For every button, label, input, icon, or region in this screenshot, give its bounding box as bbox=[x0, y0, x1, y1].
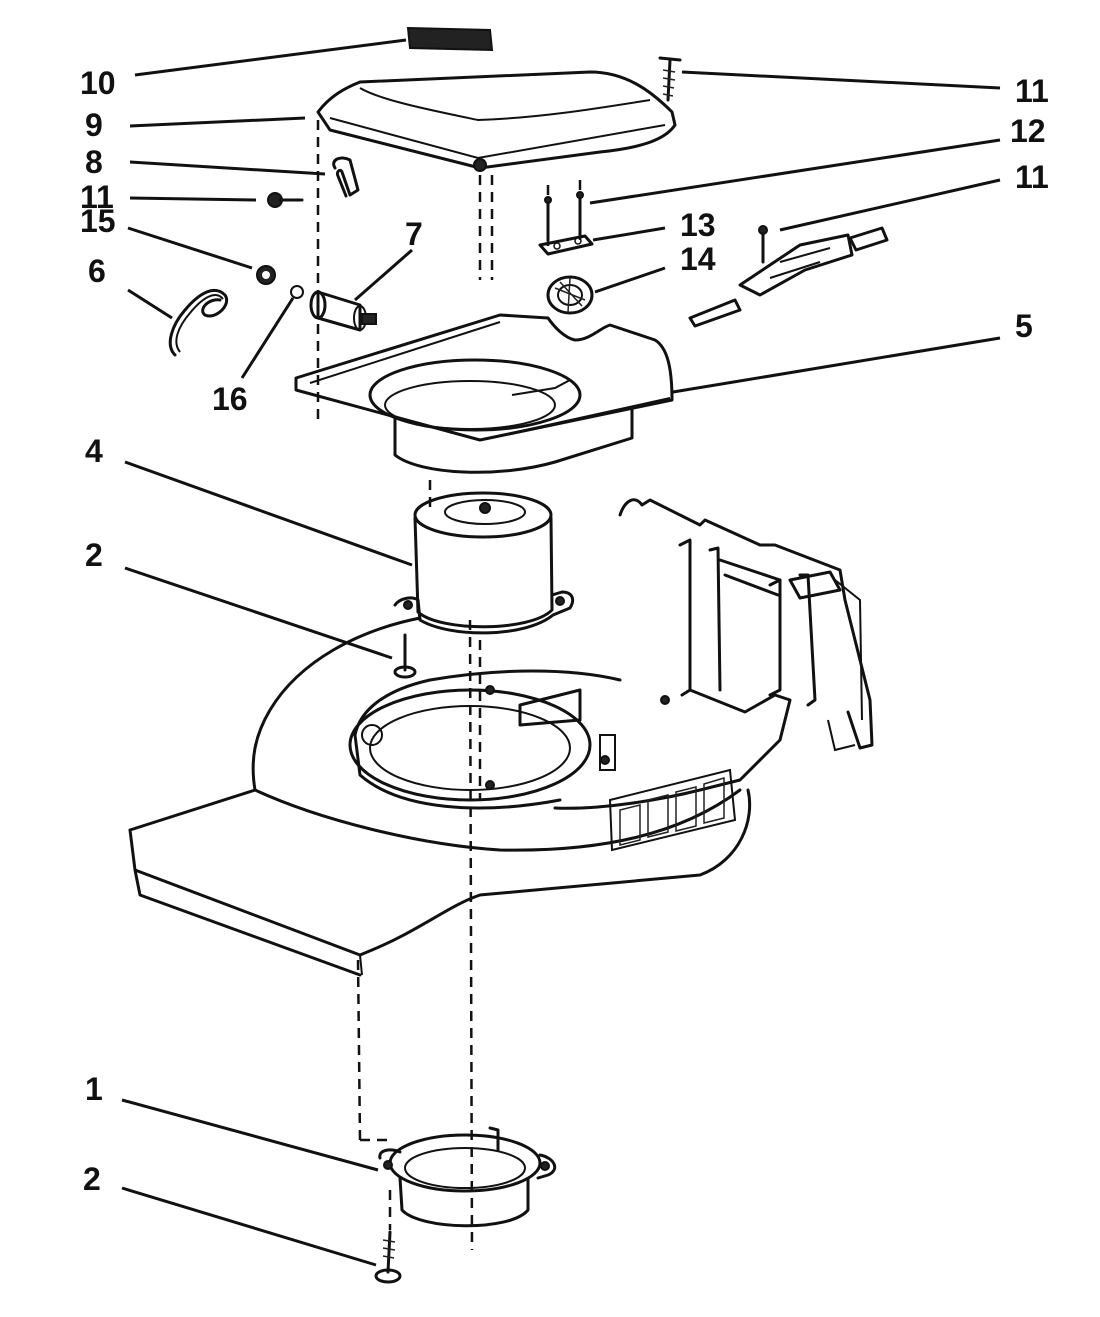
leader-2a bbox=[124, 566, 393, 660]
leader-15 bbox=[127, 226, 253, 270]
mower-deck bbox=[128, 616, 752, 977]
leader-16 bbox=[240, 297, 295, 379]
callout-12: 12 bbox=[1010, 113, 1046, 149]
rear-frame bbox=[553, 498, 874, 852]
part-2-bolt-upper bbox=[393, 633, 417, 679]
leader-4 bbox=[124, 460, 413, 567]
callout-13: 13 bbox=[680, 207, 716, 243]
leader-11a bbox=[681, 70, 1001, 90]
part-14-grommet bbox=[546, 275, 594, 315]
part-11-screw-top bbox=[658, 56, 682, 102]
callout-9: 9 bbox=[85, 107, 103, 143]
callout-1: 1 bbox=[85, 1071, 103, 1107]
leader-9 bbox=[129, 116, 306, 128]
part-1-blade-adapter bbox=[378, 1126, 557, 1228]
leader-12 bbox=[589, 138, 1001, 205]
part-6-cord-loop bbox=[168, 289, 229, 357]
callout-7: 7 bbox=[405, 216, 423, 252]
leader-1 bbox=[121, 1098, 379, 1172]
callout-11c: 11 bbox=[1015, 159, 1049, 195]
part-9-top-cover bbox=[316, 70, 677, 172]
callout-8: 8 bbox=[85, 144, 103, 180]
callout-6: 6 bbox=[88, 253, 106, 289]
callout-leader-lines bbox=[121, 38, 1001, 1267]
callout-4: 4 bbox=[85, 433, 103, 469]
part-2-bolt-lower bbox=[374, 1230, 402, 1284]
callout-10: 10 bbox=[80, 65, 116, 101]
callout-16: 16 bbox=[212, 381, 248, 417]
callout-11b: 11 bbox=[80, 179, 114, 215]
callout-2b: 2 bbox=[83, 1161, 101, 1197]
part-10-label-plate bbox=[406, 26, 494, 52]
part-8-clip bbox=[332, 156, 360, 198]
leader-5 bbox=[672, 336, 1001, 394]
part-5-motor-housing bbox=[294, 313, 674, 474]
callout-2a: 2 bbox=[85, 537, 103, 573]
part-13-bracket bbox=[538, 234, 594, 256]
leader-10 bbox=[134, 38, 407, 77]
part-7-switch bbox=[309, 290, 377, 332]
part-11-screw-left bbox=[267, 192, 304, 208]
part-16-washer bbox=[290, 285, 304, 299]
callout-14: 14 bbox=[680, 241, 716, 277]
callout-5: 5 bbox=[1015, 308, 1033, 344]
callout-numbers: 10 11 9 12 8 11 11 15 13 7 14 6 5 16 4 2… bbox=[80, 65, 1049, 1197]
leader-14 bbox=[594, 266, 666, 294]
callout-11a: 11 bbox=[1015, 73, 1049, 109]
leader-13 bbox=[592, 226, 666, 242]
leader-11b bbox=[129, 196, 257, 202]
part-11-screw-right-clamp bbox=[688, 225, 889, 328]
part-15-nut bbox=[256, 265, 276, 285]
leader-8 bbox=[129, 160, 326, 176]
leader-6 bbox=[127, 288, 173, 320]
part-12-screws bbox=[544, 191, 584, 242]
assembly-axis-lines bbox=[316, 120, 582, 1251]
leader-2b bbox=[121, 1186, 377, 1267]
leader-11c bbox=[779, 178, 1001, 232]
callout-15: 15 bbox=[80, 203, 116, 239]
leader-7 bbox=[354, 248, 413, 302]
part-4-motor bbox=[393, 491, 575, 635]
